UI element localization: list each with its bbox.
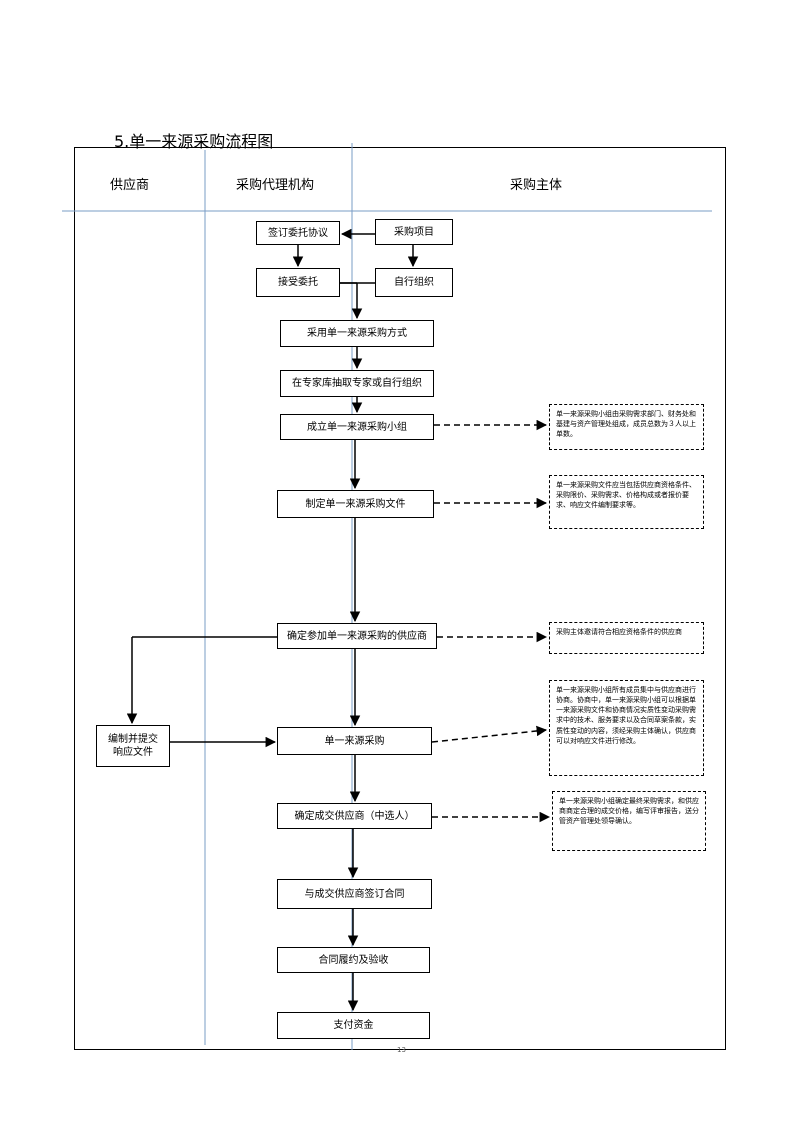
step-confirm-supplier: 确定参加单一来源采购的供应商	[277, 623, 437, 649]
step-adopt-method: 采用单一来源采购方式	[280, 320, 434, 347]
step-accept: 接受委托	[256, 268, 340, 297]
step-pay: 支付资金	[277, 1012, 430, 1039]
step-self-org: 自行组织	[375, 268, 453, 297]
note-negotiate: 单一来源采购小组所有成员集中与供应商进行协商。协商中，单一来源采购小组可以根据单…	[549, 680, 704, 776]
column-purchaser: 采购主体	[510, 178, 563, 193]
step-confirm-winner: 确定成交供应商（中选人）	[277, 803, 432, 829]
step-project: 采购项目	[375, 219, 453, 245]
note-invite: 采购主体邀请符合相应资格条件的供应商	[549, 622, 704, 654]
step-draw-experts: 在专家库抽取专家或自行组织	[280, 370, 434, 397]
column-agency: 采购代理机构	[236, 178, 315, 193]
page-number: 13	[397, 1046, 406, 1054]
note-doc: 单一来源采购文件应当包括供应商资格条件、采购限价、采购需求、价格构成或者报价要求…	[549, 475, 704, 529]
step-sign-contract: 与成交供应商签订合同	[277, 879, 432, 909]
flowchart-frame	[74, 147, 726, 1050]
note-winner: 单一来源采购小组确定最终采购需求，和供应商商定合理的成交价格，编写评审报告，送分…	[552, 791, 706, 851]
step-make-doc: 制定单一来源采购文件	[277, 490, 434, 518]
column-supplier: 供应商	[110, 178, 150, 193]
step-sign-agreement: 签订委托协议	[256, 221, 340, 245]
note-group: 单一来源采购小组由采购需求部门、财务处和基建与资产管理处组成，成员总数为３人以上…	[549, 404, 704, 450]
page-title: 5.单一来源采购流程图	[114, 132, 274, 151]
step-submit-doc: 编制并提交响应文件	[96, 725, 170, 767]
step-form-group: 成立单一来源采购小组	[280, 414, 434, 440]
step-procure: 单一来源采购	[277, 727, 432, 755]
step-perform: 合同履约及验收	[277, 947, 430, 973]
